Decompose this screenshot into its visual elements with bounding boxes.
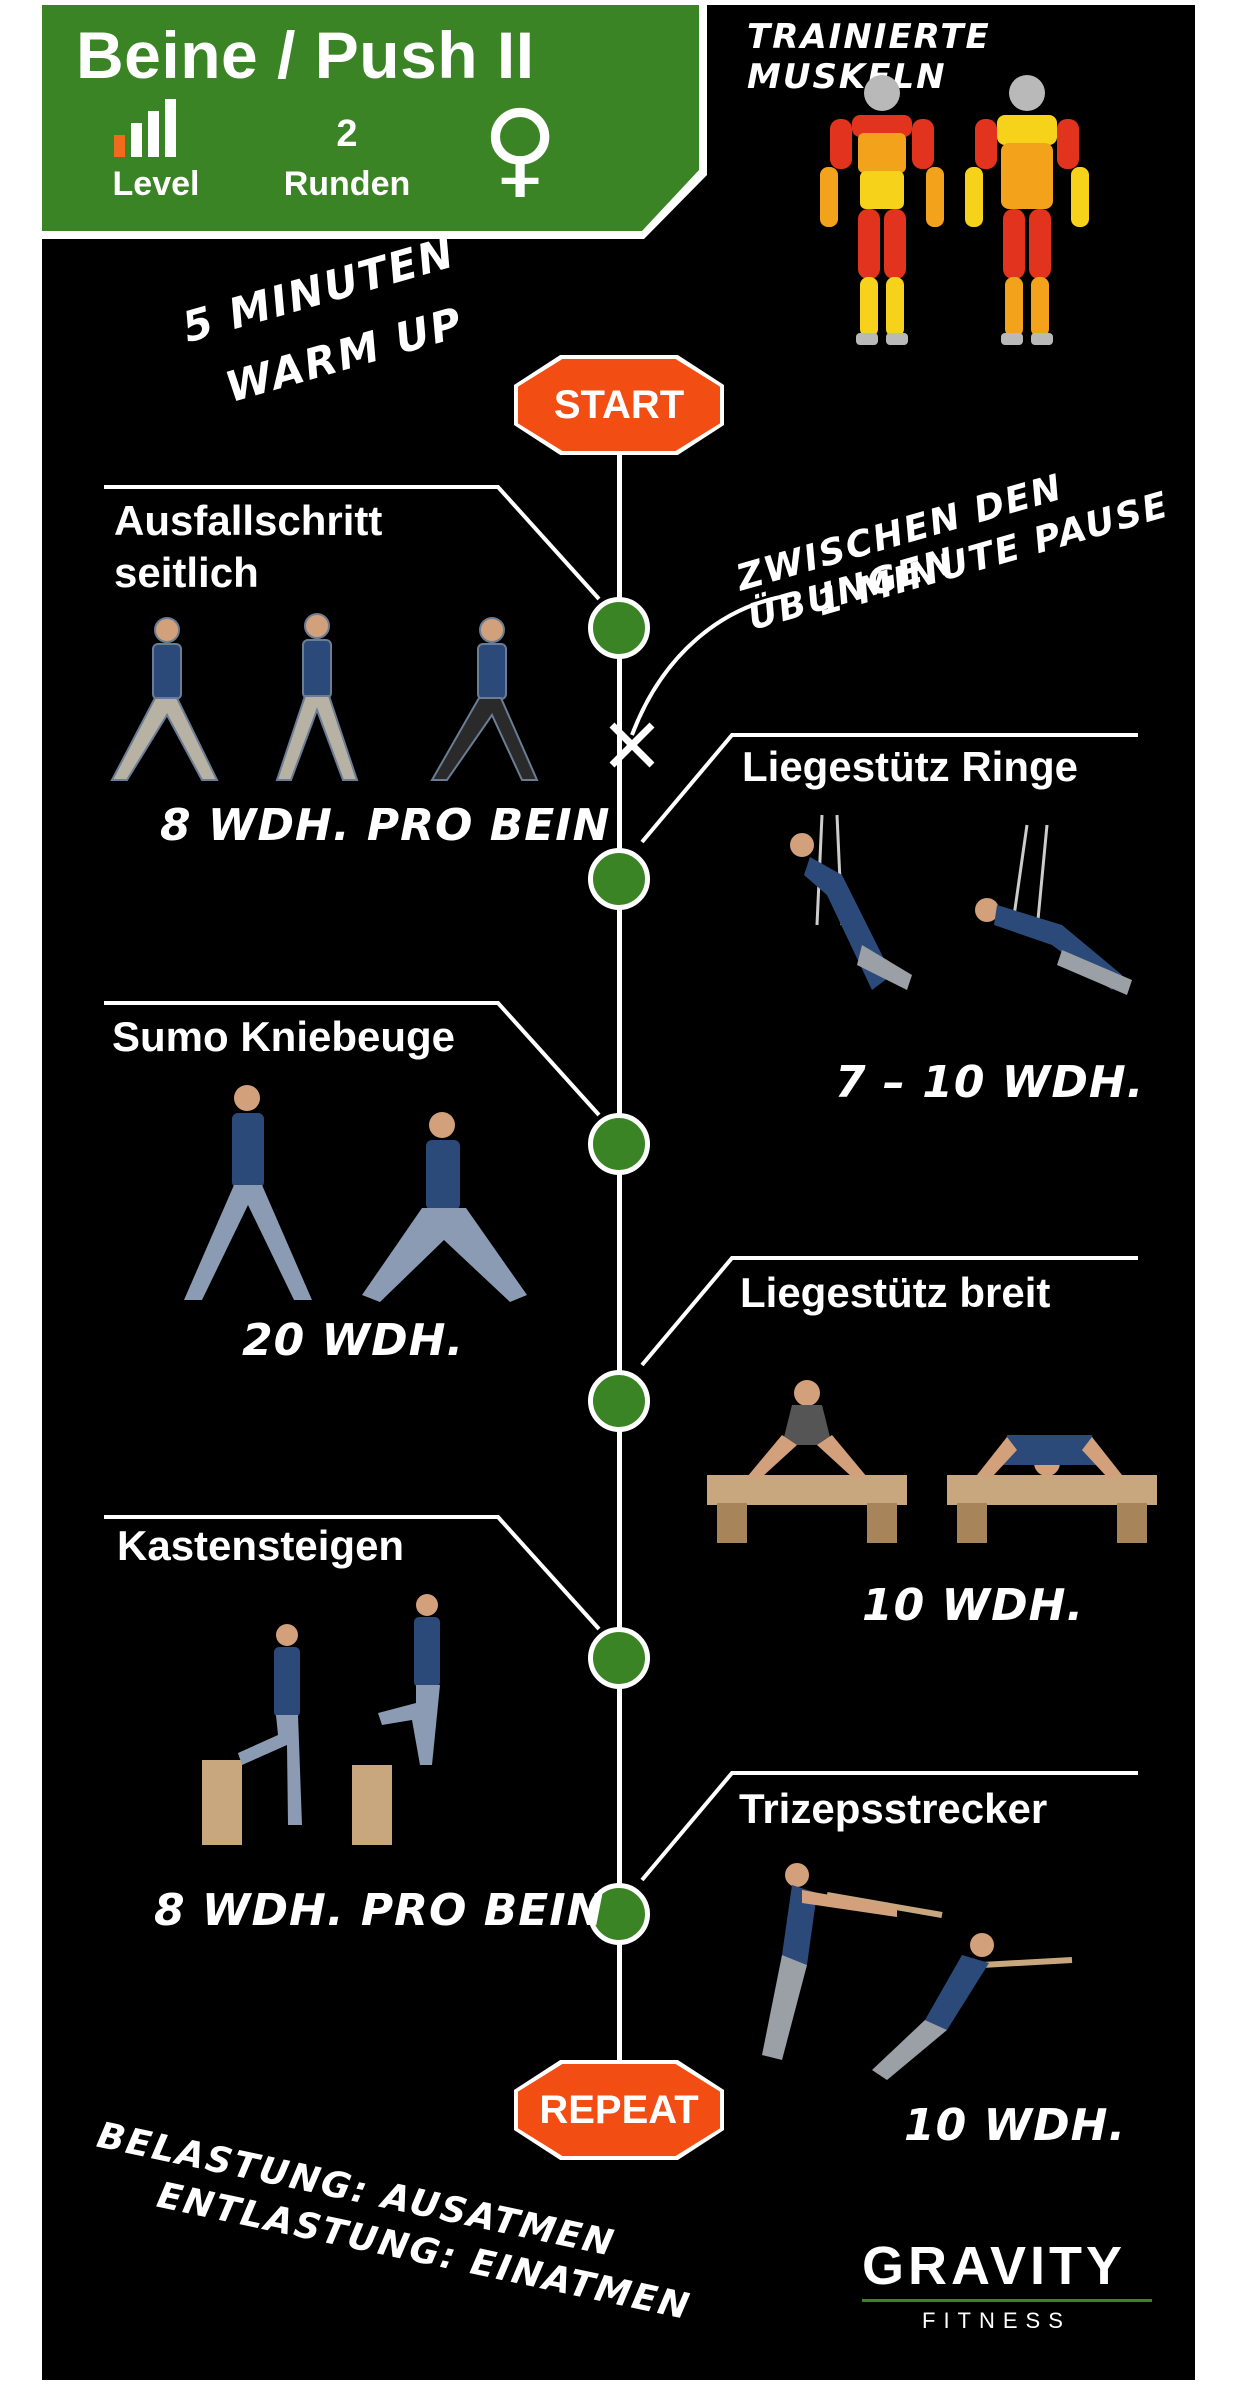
exercise-4-reps: 10 WDH. [862, 1580, 1085, 1631]
level-label: Level [112, 165, 200, 203]
exercise-4-figures [707, 1380, 1157, 1543]
repeat-label: REPEAT [518, 2064, 720, 2156]
timeline-line [617, 395, 622, 2075]
repeat-badge[interactable]: REPEAT [514, 2060, 724, 2160]
timeline-node-5 [588, 1627, 650, 1689]
logo-sub: FITNESS [922, 2308, 1071, 2333]
timeline-node-2 [588, 848, 650, 910]
exercise-3-reps: 20 WDH. [242, 1315, 465, 1366]
logo-word: GRAVITY [862, 2236, 1127, 2296]
timeline-node-1 [588, 597, 650, 659]
logo-underline [862, 2299, 1152, 2302]
exercise-1-title-line-2: seitlich [114, 549, 259, 596]
timeline-node-4 [588, 1370, 650, 1432]
exercise-2-figures [790, 814, 1132, 995]
workout-title: Beine / Push II [76, 18, 535, 92]
signal-bars-icon [114, 97, 184, 157]
timeline-node-6 [588, 1883, 650, 1945]
exercise-5-figures [202, 1594, 440, 1845]
exercise-2-title: Liegestütz Ringe [742, 743, 1079, 790]
rounds-value: 2 [336, 113, 358, 155]
muscle-map-front-figure [820, 75, 944, 345]
exercise-5-title: Kastensteigen [117, 1522, 405, 1569]
exercise-5-reps: 8 WDH. PRO BEIN [154, 1885, 605, 1936]
start-badge: START [514, 355, 724, 455]
exercise-3-title: Sumo Kniebeuge [112, 1013, 456, 1060]
exercise-3-figures [184, 1085, 527, 1302]
exercise-6-title: Trizepsstrecker [739, 1785, 1048, 1832]
exercise-1-reps: 8 WDH. PRO BEIN [160, 800, 611, 851]
female-symbol-icon: ♀ [482, 87, 559, 209]
exercise-1-title-line-1: Ausfallschritt [114, 497, 383, 544]
exercise-4-title: Liegestütz breit [740, 1269, 1051, 1316]
rounds-label: Runden [283, 165, 411, 203]
exercise-1-figures [110, 613, 539, 781]
exercise-6-reps: 10 WDH. [904, 2100, 1127, 2151]
exercise-6-figures [762, 1863, 1073, 2080]
connector-lines [104, 485, 1138, 1882]
exercise-1-title: Ausfallschritt seitlich [114, 495, 382, 599]
timeline-node-3 [588, 1113, 650, 1175]
muscle-map-back-figure [965, 75, 1089, 345]
muscles-heading: TRAINIERTE MUSKELN [747, 17, 991, 97]
start-label: START [518, 359, 720, 451]
header-panel: Beine / Push II Level 2 Runden ♀ [42, 5, 699, 231]
workout-poster: Beine / Push II Level 2 Runden ♀ TRAINIE… [42, 5, 1195, 2380]
gravity-fitness-logo: GRAVITY FITNESS [862, 2235, 1182, 2334]
exercise-2-reps: 7 – 10 WDH. [835, 1057, 1145, 1108]
